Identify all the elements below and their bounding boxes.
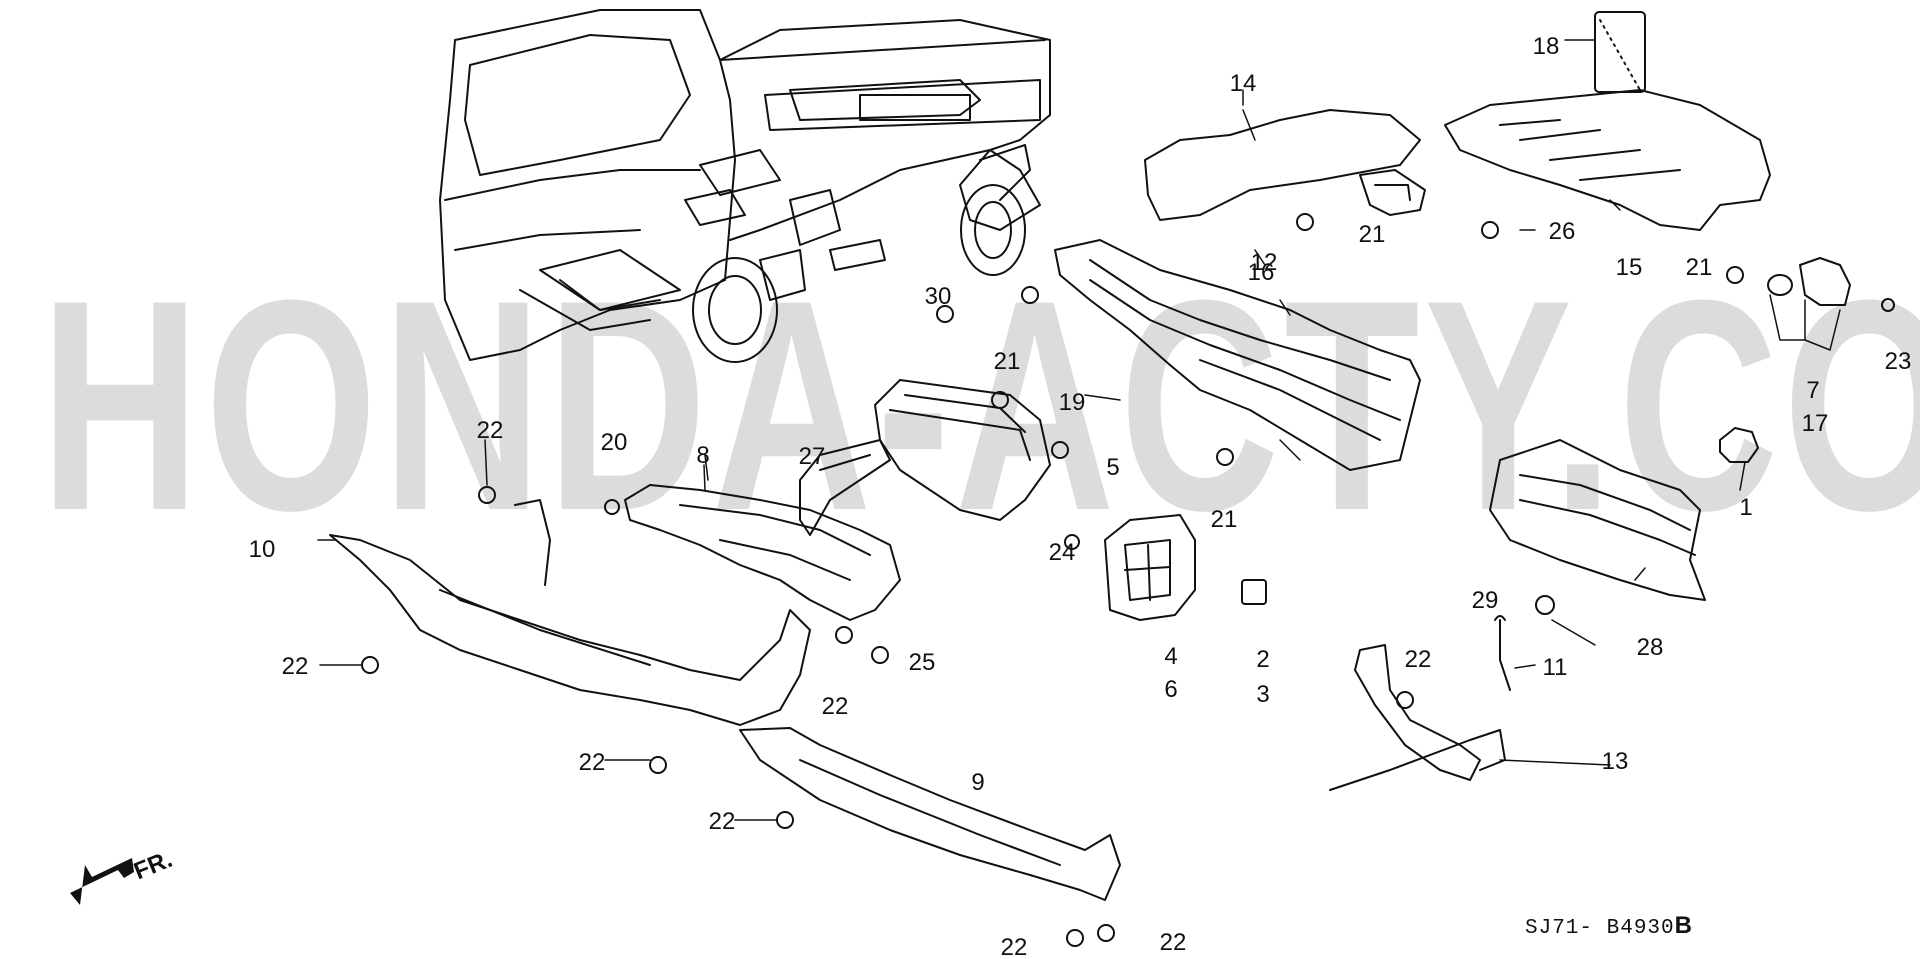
callout-9: 9	[971, 769, 985, 796]
callout-1: 1	[1739, 494, 1753, 521]
callout-25: 25	[908, 649, 936, 676]
callout-19: 19	[1058, 389, 1086, 416]
fastener-bolts	[361, 213, 1895, 947]
diagram-code-suffix: B	[1674, 912, 1693, 939]
callout-10: 10	[248, 536, 276, 563]
callout-3: 3	[1256, 681, 1270, 708]
callout-22d: 22	[578, 749, 606, 776]
diagram-code: SJ71- B4930B	[1525, 912, 1693, 940]
callout-22b: 22	[281, 653, 309, 680]
callout-28: 28	[1636, 634, 1664, 661]
callout-22h: 22	[1404, 646, 1432, 673]
callout-22f: 22	[1000, 934, 1028, 959]
callout-5: 5	[1106, 454, 1120, 481]
callout-21a: 21	[993, 348, 1021, 375]
callout-18: 18	[1532, 33, 1560, 60]
callout-27: 27	[798, 443, 826, 470]
callout-20: 20	[600, 429, 628, 456]
diagram-code-text: SJ71- B4930	[1525, 917, 1675, 940]
callout-24: 24	[1048, 539, 1076, 566]
callout-21d: 21	[1210, 506, 1238, 533]
callout-22g: 22	[1159, 929, 1187, 956]
callout-21c: 21	[1685, 254, 1713, 281]
leader-lines	[317, 39, 1841, 821]
front-arrow-icon	[70, 858, 134, 905]
callout-30: 30	[924, 283, 952, 310]
callout-17: 17	[1801, 410, 1829, 437]
callout-23: 23	[1884, 348, 1912, 375]
callout-4: 4	[1164, 643, 1178, 670]
callout-15: 15	[1615, 254, 1643, 281]
callout-13: 13	[1601, 748, 1629, 775]
callout-8: 8	[696, 442, 710, 469]
callout-7: 7	[1806, 377, 1820, 404]
callout-26: 26	[1548, 218, 1576, 245]
callout-12: 12	[1250, 249, 1278, 276]
truck-illustration	[439, 9, 1051, 363]
callout-6: 6	[1164, 676, 1178, 703]
callout-22e: 22	[708, 808, 736, 835]
callout-16: 16	[1247, 259, 1275, 286]
callout-29: 29	[1471, 587, 1499, 614]
callout-22a: 22	[476, 417, 504, 444]
callout-22c: 22	[821, 693, 849, 720]
callout-2: 2	[1256, 646, 1270, 673]
callout-14: 14	[1229, 70, 1257, 97]
callout-21b: 21	[1358, 221, 1386, 248]
callout-11: 11	[1542, 654, 1568, 681]
